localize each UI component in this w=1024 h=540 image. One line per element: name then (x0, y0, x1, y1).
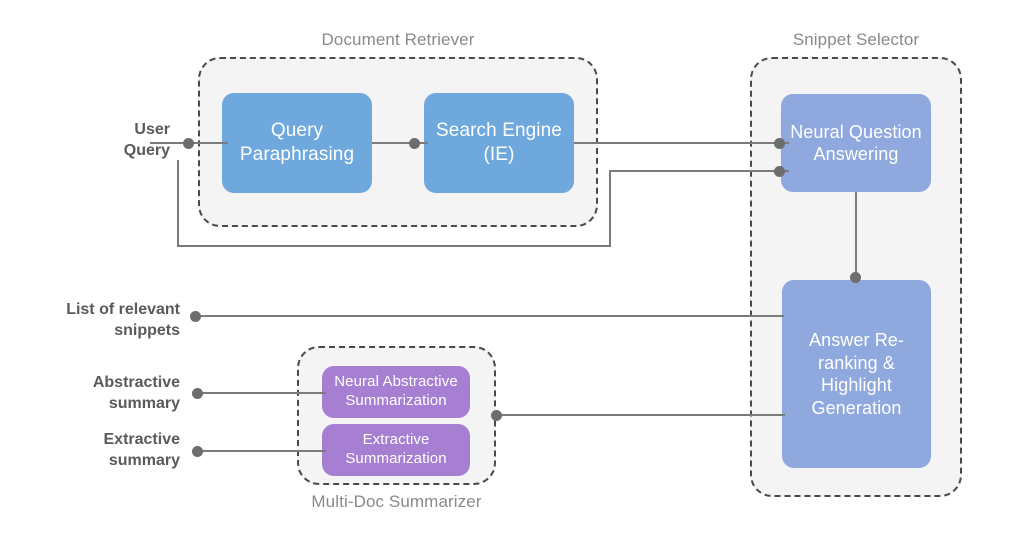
edge-user-query-bypass-to-nqa (609, 170, 789, 172)
edge-neural-abstractive-summarization-to-abstractive-summary (196, 392, 326, 394)
node-neural-abstractive-summarization[interactable]: Neural Abstractive Summarization (322, 366, 470, 418)
connector-dot-nqa-input-bottom (774, 166, 785, 177)
edge-answer-reranking-to-list-of-relevant-snippets (192, 315, 784, 317)
edge-user-query-bypass-vertical-right (609, 170, 611, 247)
connector-dot-nqa-input-top (774, 138, 785, 149)
io-label-extractive-summary: Extractive summary (103, 431, 181, 469)
edge-search-engine-to-neural-question-answering (574, 142, 789, 144)
edge-user-query-bypass-vertical-left (177, 160, 179, 246)
io-label-abstractive-summary: Abstractive summary (92, 374, 180, 412)
edge-extractive-summarization-to-extractive-summary (196, 450, 326, 452)
node-answer-reranking-highlight[interactable]: Answer Re-ranking & Highlight Generation (782, 280, 931, 468)
node-search-engine[interactable]: Search Engine (IE) (424, 93, 574, 193)
edge-user-query-bypass-horizontal (177, 245, 611, 247)
edge-answer-reranking-to-multi-doc-summarizer (497, 414, 785, 416)
edge-query-paraphrasing-to-search-engine (372, 142, 428, 144)
node-extractive-summarization[interactable]: Extractive Summarization (322, 424, 470, 476)
connector-dot-search-engine-input (409, 138, 420, 149)
node-query-paraphrasing[interactable]: Query Paraphrasing (222, 93, 372, 193)
edge-nqa-to-answer-reranking (855, 192, 857, 282)
connector-dot-multi-doc-summarizer-input (491, 410, 502, 421)
group-title-document-retriever: Document Retriever (321, 30, 475, 49)
io-label-user-query: User Query (123, 121, 170, 159)
io-label-list-of-relevant-snippets: List of relevant snippets (66, 301, 180, 339)
connector-dot-user-query (183, 138, 194, 149)
group-title-snippet-selector: Snippet Selector (792, 30, 920, 49)
connector-dot-list-of-relevant-snippets (190, 311, 201, 322)
node-neural-question-answering[interactable]: Neural Question Answering (781, 94, 931, 192)
connector-dot-answer-reranking-input (850, 272, 861, 283)
connector-dot-extractive-summary (192, 446, 203, 457)
connector-dot-abstractive-summary (192, 388, 203, 399)
group-title-multi-doc-summarizer: Multi-Doc Summarizer (311, 492, 482, 511)
